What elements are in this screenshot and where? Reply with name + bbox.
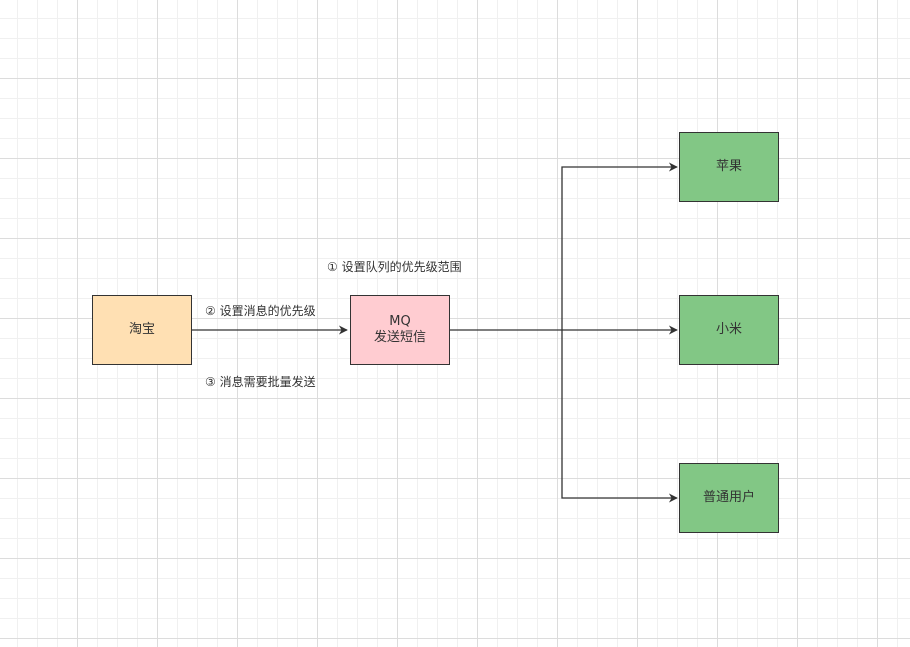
node-mq[interactable]: MQ 发送短信 — [350, 295, 450, 365]
node-xiaomi[interactable]: 小米 — [679, 295, 779, 365]
edge-label-step3: ③ 消息需要批量发送 — [205, 375, 316, 389]
edge-label-step2: ② 设置消息的优先级 — [205, 304, 316, 318]
node-taobao-label: 淘宝 — [128, 322, 155, 337]
node-normal-user-label: 普通用户 — [702, 490, 755, 505]
node-apple-label: 苹果 — [715, 159, 742, 174]
edge-mq-to-normal-user — [561, 330, 678, 503]
node-mq-label-line1: MQ — [389, 314, 411, 329]
node-mq-label-line2: 发送短信 — [373, 330, 426, 345]
node-apple[interactable]: 苹果 — [679, 132, 779, 202]
node-normal-user[interactable]: 普通用户 — [679, 463, 779, 533]
node-taobao[interactable]: 淘宝 — [92, 295, 192, 365]
edge-label-step1: ① 设置队列的优先级范围 — [327, 260, 462, 274]
edge-mq-to-apple — [561, 162, 678, 330]
node-xiaomi-label: 小米 — [715, 322, 742, 337]
